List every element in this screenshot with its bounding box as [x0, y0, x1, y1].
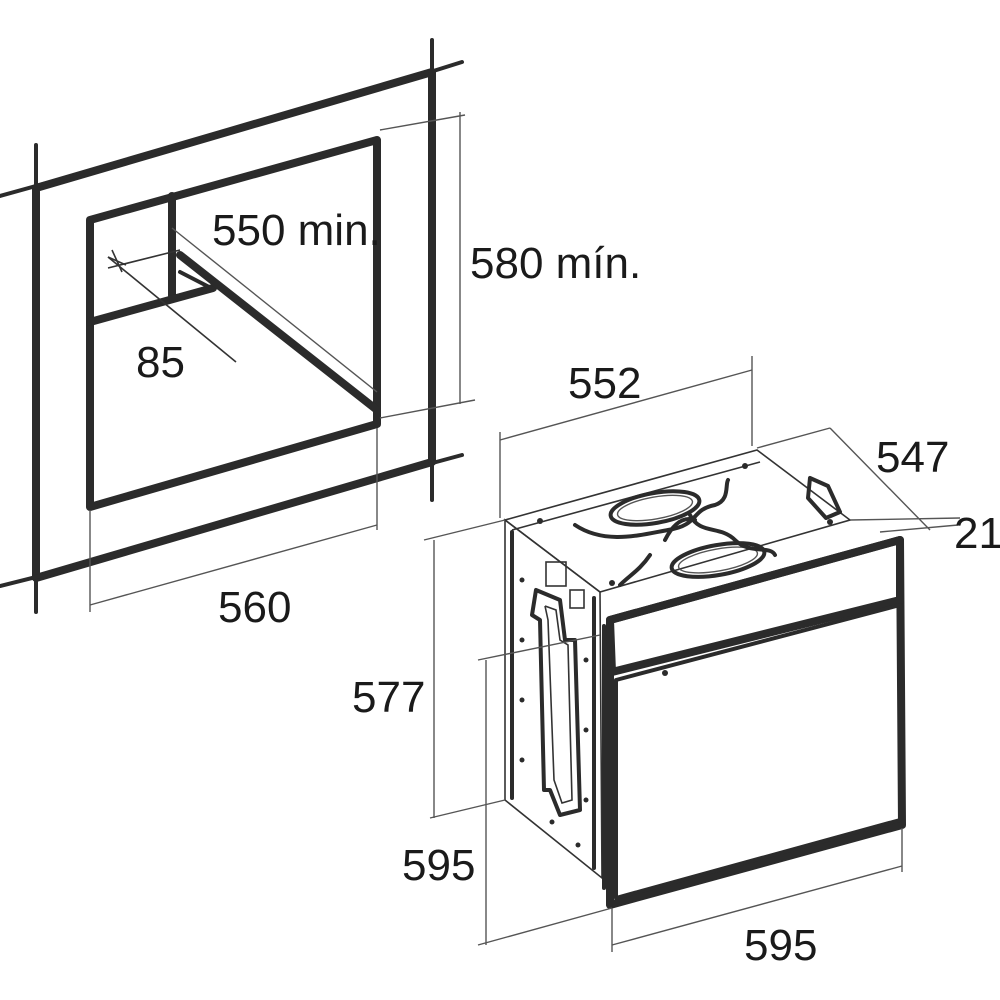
oven-top-wiring: [618, 553, 652, 587]
niche-inner-opening: [86, 136, 381, 511]
oven-body-height-label: 577: [352, 673, 425, 722]
oven-top-depth-dim-line: [756, 427, 831, 449]
oven-screw: [742, 463, 748, 469]
niche-rear-gap-dimension-line: [107, 249, 181, 269]
oven-rivet: [583, 797, 589, 803]
oven-front-width-label: 595: [744, 921, 817, 970]
oven-top-width-dim-line: [499, 369, 753, 441]
niche-depth-label: 550 min.: [212, 206, 381, 255]
niche-height-dim-ext: [379, 114, 466, 131]
oven-side-runner: [530, 588, 582, 817]
oven-total-height-dim-ext: [477, 634, 601, 661]
oven-top-depth-dim-line: [829, 427, 931, 531]
niche-height-dim-ext: [379, 399, 476, 419]
oven-total-height-label: 595: [402, 841, 475, 890]
oven-rivet: [583, 657, 589, 663]
niche-rear-gap-label: 85: [136, 338, 185, 387]
oven-total-height-dim-ext: [477, 907, 613, 946]
oven-drawing: 552 547 21 577 595 595: [352, 356, 1000, 970]
oven-body-height-dim-ext: [423, 519, 506, 541]
niche-rear-gap-dimension-line: [107, 256, 237, 363]
oven-top-opening: [616, 494, 694, 522]
niche-tick: [390, 60, 464, 86]
oven-body-height-dim-ext: [429, 799, 506, 819]
oven-screw: [537, 518, 543, 524]
oven-top-wiring: [663, 517, 697, 542]
oven-top-depth-dim-ext: [849, 517, 961, 521]
oven-side-clip: [545, 561, 567, 587]
niche-depth-guide: [171, 227, 378, 393]
oven-rear-bracket: [806, 476, 842, 520]
oven-top-depth-label: 547: [876, 433, 949, 482]
oven-rivet: [575, 842, 581, 848]
oven-top-wiring: [688, 513, 777, 557]
niche-tick: [390, 453, 464, 476]
niche-diagonal-inner: [178, 270, 215, 291]
oven-door-mark: [662, 670, 668, 676]
niche-drawing: 550 min. 580 mín. 85 560: [0, 38, 641, 632]
oven-front-width-dim-line: [611, 865, 903, 946]
oven-rivet: [519, 577, 525, 583]
oven-side-runner-inner: [544, 605, 573, 804]
oven-front-thickness-label: 21: [954, 509, 1000, 558]
niche-width-dim-line: [89, 524, 378, 606]
niche-rear-gap-arrow: [111, 249, 123, 273]
oven-front-thickness-dim-ext: [879, 524, 959, 533]
oven-top-width-label: 552: [568, 359, 641, 408]
niche-floor-edge: [86, 284, 217, 326]
niche-tick: [0, 566, 74, 588]
niche-width-label: 560: [218, 583, 291, 632]
oven-top-wiring: [573, 478, 730, 539]
oven-rivet: [583, 727, 589, 733]
niche-height-label: 580 mín.: [470, 239, 641, 288]
oven-side-panel: [504, 518, 603, 880]
oven-rivet: [519, 637, 525, 643]
oven-door: [614, 603, 902, 900]
oven-control-strip: [606, 536, 904, 676]
oven-screw: [609, 580, 615, 586]
oven-rivet: [549, 819, 555, 825]
oven-rivet: [519, 757, 525, 763]
oven-front-panel: [606, 536, 906, 909]
oven-top-opening: [677, 546, 759, 574]
oven-screw: [827, 519, 833, 525]
niche-diagonal: [176, 251, 381, 414]
oven-side-clip: [569, 589, 585, 609]
oven-top-opening: [608, 489, 702, 527]
oven-rivet: [519, 697, 525, 703]
